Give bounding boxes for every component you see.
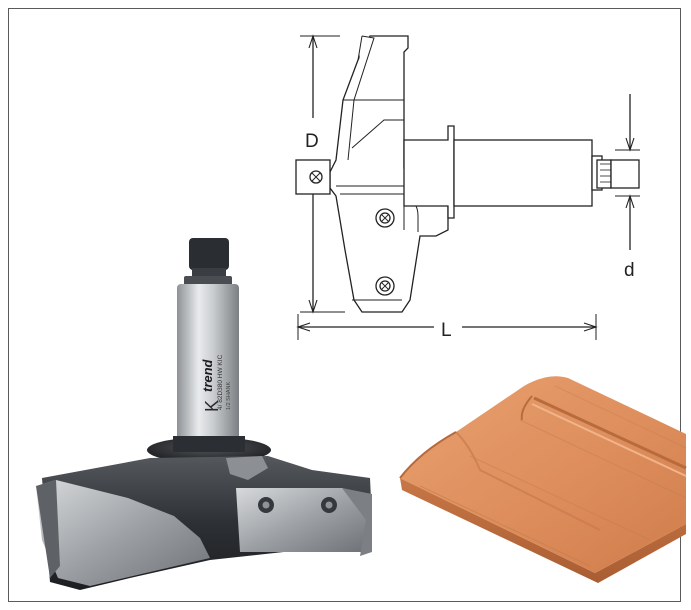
shank-markings: trend 4/ 82D380 HW KIC 1/2 SHANK: [200, 354, 232, 410]
cutter-body-outline: [329, 35, 449, 313]
shank-outline: [403, 125, 640, 219]
wood-panel-sample: [399, 376, 687, 583]
router-cutter-illustration: [36, 238, 372, 590]
dimension-small-d-marker: [615, 94, 640, 250]
cutting-tip-outline: [295, 159, 331, 195]
shank-letter: K: [202, 400, 222, 412]
cutter-shank: [177, 284, 239, 442]
dimension-l-marker: [296, 314, 598, 340]
shank-code: 4/ 82D380 HW KIC: [217, 354, 224, 410]
shank-nut: [189, 238, 229, 270]
dimension-d-label: D: [305, 131, 319, 152]
shank-brand: trend: [200, 358, 215, 392]
shank-size: 1/2 SHANK: [226, 382, 232, 410]
screw-bottom: [375, 276, 395, 296]
screw-top: [375, 208, 395, 228]
technical-drawing: [295, 34, 640, 340]
dimension-l-label: L: [441, 320, 452, 341]
cutter-left-tip: [36, 480, 210, 586]
dimension-small-d-label: d: [624, 260, 635, 281]
